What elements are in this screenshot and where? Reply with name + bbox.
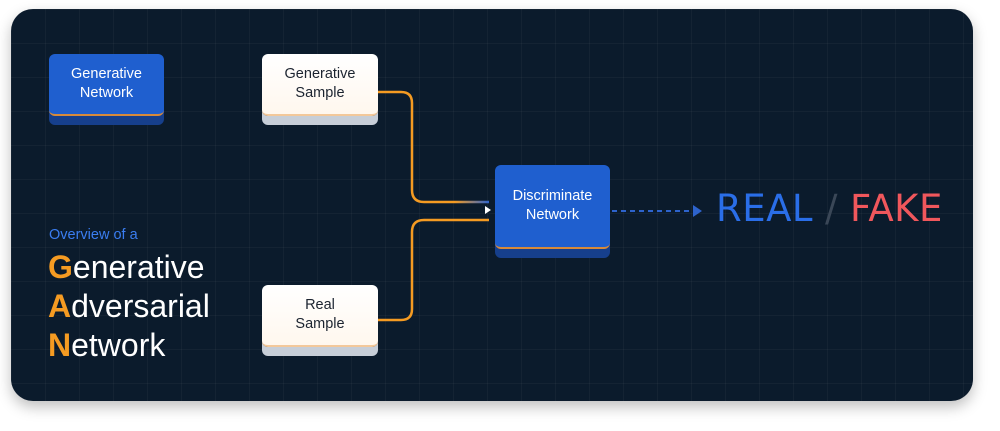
real-label: REAL: [716, 187, 814, 230]
real-sample-node: Real Sample: [262, 285, 378, 347]
gan-acronym-title: Generative Adversarial Network: [48, 248, 210, 365]
generative-network-node: Generative Network: [49, 54, 164, 116]
acronym-line-generative: Generative: [48, 248, 210, 287]
discriminate-network-node: Discriminate Network: [495, 165, 610, 249]
acronym-letter-a: A: [48, 288, 72, 324]
generative-sample-node: Generative Sample: [262, 54, 378, 116]
arrow-discriminator-in: [485, 206, 491, 214]
real-fake-result: REAL / FAKE: [716, 187, 943, 230]
link-realsample-to-discriminator: [374, 218, 489, 322]
acronym-letter-n: N: [48, 327, 72, 363]
acronym-rest-network: etwork: [71, 327, 166, 363]
overview-caption: Overview of a: [49, 227, 138, 243]
link-gensample-to-discriminator: [374, 90, 489, 204]
acronym-letter-g: G: [48, 249, 73, 285]
acronym-rest-generative: enerative: [72, 249, 205, 285]
acronym-rest-adversarial: dversarial: [71, 288, 210, 324]
connector-lines: [156, 88, 702, 324]
gan-diagram-card: Generative Network Generative Sample Rea…: [11, 9, 973, 401]
arrow-result: [693, 205, 702, 217]
result-separator: /: [825, 187, 838, 230]
acronym-line-adversarial: Adversarial: [48, 287, 210, 326]
acronym-line-network: Network: [48, 326, 210, 365]
fake-label: FAKE: [849, 187, 943, 230]
